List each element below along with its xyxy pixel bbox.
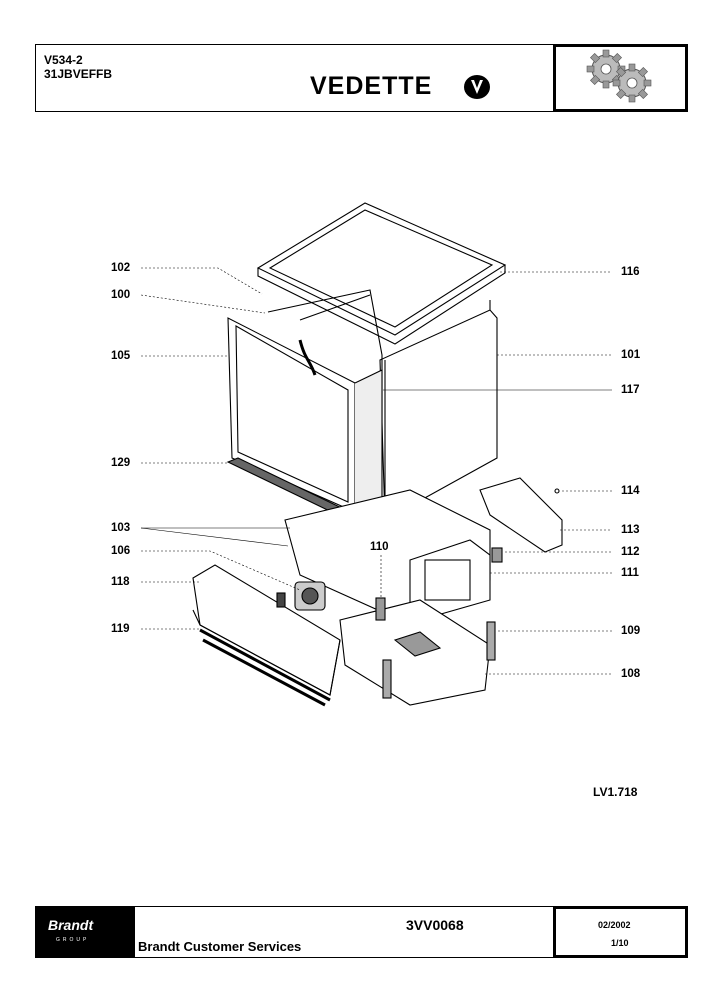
model-code: V534-2 <box>44 53 83 67</box>
callout-111: 111 <box>621 567 639 579</box>
callout-103: 103 <box>111 522 131 534</box>
callout-100: 100 <box>111 289 131 301</box>
callout-109: 109 <box>621 625 641 637</box>
service-name: Brandt Customer Services <box>138 939 302 954</box>
brand-v-logo-icon <box>463 74 491 105</box>
callout-105: 105 <box>111 350 131 362</box>
callout-113: 113 <box>621 524 640 536</box>
callout-108: 108 <box>621 668 641 680</box>
brandt-logo-subtext: GROUP <box>56 937 90 943</box>
callout-129: 129 <box>111 457 131 469</box>
brandt-logo <box>35 906 135 958</box>
callout-102: 102 <box>111 262 131 274</box>
model-info: V534-2 31JBVEFFB <box>44 53 112 81</box>
model-ref: 31JBVEFFB <box>44 67 113 81</box>
callout-114: 114 <box>621 485 640 497</box>
brandt-logo-text: Brandt <box>48 917 94 933</box>
brand-name: VEDETTE <box>310 72 433 100</box>
callout-118: 118 <box>111 576 130 588</box>
callout-119: 119 <box>111 623 130 635</box>
callout-106: 106 <box>111 545 131 557</box>
callout-116: 116 <box>621 266 640 278</box>
footer-date-box <box>553 906 688 958</box>
document-date: 02/2002 <box>598 920 631 930</box>
header-logo-box <box>553 44 688 112</box>
document-number: 3VV0068 <box>406 917 464 933</box>
page-number: 1/10 <box>611 938 629 948</box>
callout-117: 117 <box>621 384 640 396</box>
callout-101: 101 <box>621 349 641 361</box>
diagram-reference: LV1.718 <box>593 785 638 799</box>
callout-110: 110 <box>370 541 389 553</box>
callout-112: 112 <box>621 546 640 558</box>
